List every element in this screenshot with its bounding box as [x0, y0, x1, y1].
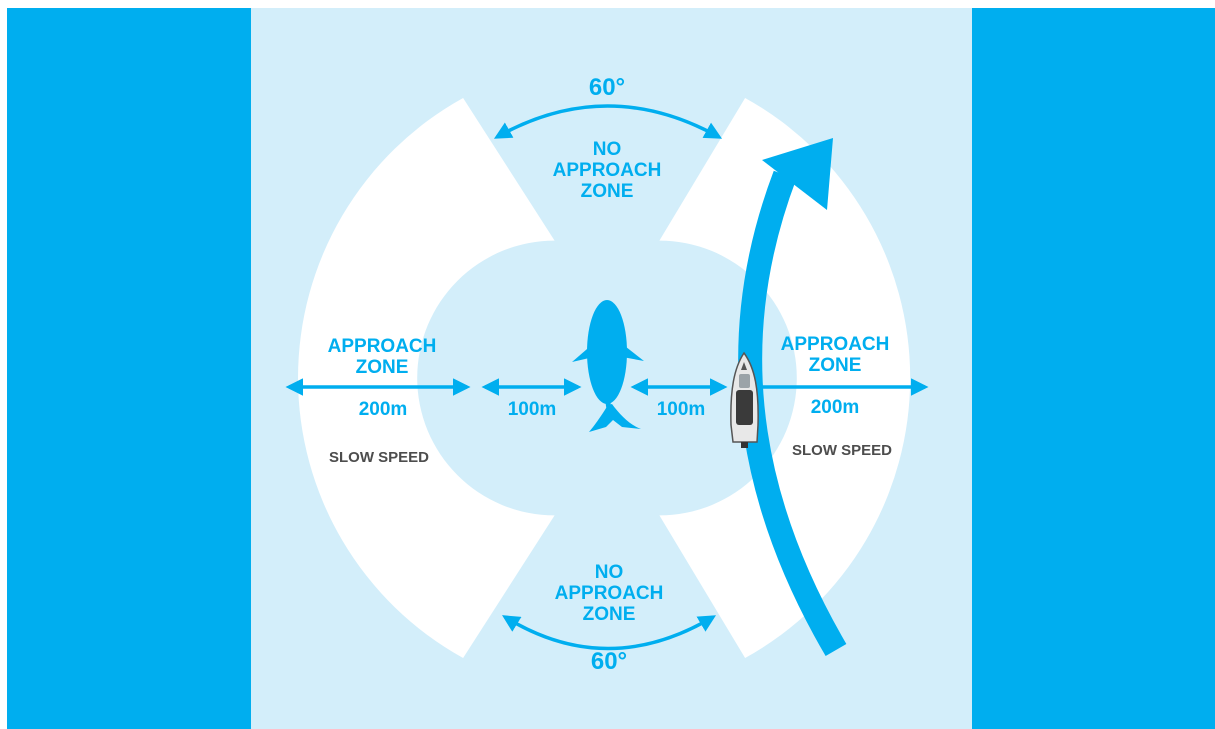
approach-right-line2: ZONE — [809, 355, 862, 376]
distance-label-left-200m: 200m — [359, 399, 408, 420]
approach-left-line1: APPROACH — [328, 336, 437, 357]
angle-label-bottom: 60° — [591, 648, 627, 675]
no-approach-top-line1: NO — [593, 139, 622, 160]
no-approach-top-line2: APPROACH — [553, 160, 662, 181]
no-approach-bottom-line3: ZONE — [583, 604, 636, 625]
approach-zone-left-sector — [298, 98, 555, 658]
right-blue-panel — [972, 8, 1215, 729]
left-blue-panel — [7, 8, 251, 729]
angle-arc-bottom — [502, 615, 717, 651]
no-approach-bottom-line1: NO — [595, 562, 624, 583]
approach-zone-right-sector — [659, 98, 911, 658]
boat-icon — [730, 351, 759, 448]
angle-label-top: 60° — [589, 74, 625, 101]
approach-left-line2: ZONE — [356, 357, 409, 378]
no-approach-bottom-line2: APPROACH — [555, 583, 664, 604]
distance-label-left-100m: 100m — [508, 399, 557, 420]
speed-label-right: SLOW SPEED — [792, 442, 892, 459]
angle-arc-top — [493, 104, 723, 139]
distance-label-right-200m: 200m — [811, 397, 860, 418]
speed-label-left: SLOW SPEED — [329, 449, 429, 466]
no-approach-top-line3: ZONE — [581, 181, 634, 202]
whale-icon — [572, 300, 644, 432]
approach-right-line1: APPROACH — [781, 334, 890, 355]
distance-label-right-100m: 100m — [657, 399, 706, 420]
